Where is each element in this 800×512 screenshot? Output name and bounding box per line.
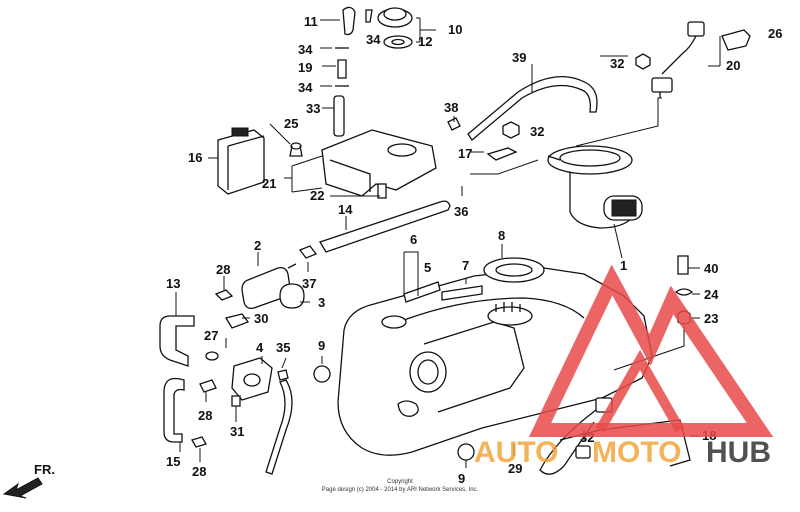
label-9-a: 9 bbox=[318, 338, 325, 353]
label-12: 12 bbox=[418, 34, 432, 49]
label-32-b: 32 bbox=[530, 124, 544, 139]
watermark-logo-icon bbox=[528, 264, 774, 437]
sender-harness bbox=[651, 21, 751, 98]
label-7: 7 bbox=[462, 258, 469, 273]
label-23: 23 bbox=[704, 311, 718, 326]
hose-13 bbox=[159, 315, 195, 367]
label-4: 4 bbox=[256, 340, 264, 355]
vent-hose-39 bbox=[467, 76, 598, 141]
label-10: 10 bbox=[448, 22, 462, 37]
fuel-valve-4 bbox=[224, 313, 273, 407]
label-34-b: 34 bbox=[298, 42, 313, 57]
grommet-9-a bbox=[313, 365, 331, 383]
label-22: 22 bbox=[310, 188, 324, 203]
label-28-c: 28 bbox=[192, 464, 206, 479]
label-28-b: 28 bbox=[198, 408, 212, 423]
label-35: 35 bbox=[276, 340, 290, 355]
label-29: 29 bbox=[508, 461, 522, 476]
fuel-tank bbox=[337, 267, 653, 456]
label-27: 27 bbox=[204, 328, 218, 343]
label-39: 39 bbox=[512, 50, 526, 65]
label-16: 16 bbox=[188, 150, 202, 165]
fuel-hose-14 bbox=[319, 200, 451, 253]
automotohub-watermark: AUTO MOTO HUB bbox=[474, 264, 774, 469]
label-25: 25 bbox=[284, 116, 298, 131]
washer-24 bbox=[674, 288, 694, 296]
label-34-a: 34 bbox=[366, 32, 381, 47]
watermark-moto: MOTO bbox=[592, 436, 681, 469]
front-label: FR. bbox=[34, 462, 55, 477]
copyright-line-2: Page design (c) 2004 - 2014 by ARI Netwo… bbox=[322, 487, 479, 493]
label-24: 24 bbox=[704, 287, 719, 302]
label-5: 5 bbox=[424, 260, 431, 275]
label-38: 38 bbox=[444, 100, 458, 115]
label-6: 6 bbox=[410, 232, 417, 247]
clip-38 bbox=[447, 117, 461, 131]
label-3: 3 bbox=[318, 295, 325, 310]
fuel-pump-assembly bbox=[547, 145, 643, 229]
label-37: 37 bbox=[302, 276, 316, 291]
label-15: 15 bbox=[166, 454, 180, 469]
label-20: 20 bbox=[726, 58, 740, 73]
clamp-17 bbox=[486, 147, 518, 161]
label-11: 11 bbox=[304, 14, 318, 29]
canister-bracket bbox=[289, 129, 437, 199]
clip-28-b bbox=[199, 379, 217, 393]
label-33: 33 bbox=[306, 101, 320, 116]
grommet-3 bbox=[279, 283, 305, 309]
vent-pipe-assembly bbox=[333, 6, 413, 137]
clip-27 bbox=[205, 351, 219, 361]
label-31: 31 bbox=[230, 424, 244, 439]
drain-hose bbox=[265, 379, 293, 475]
label-2: 2 bbox=[254, 238, 261, 253]
hose-15 bbox=[163, 377, 185, 443]
label-21: 21 bbox=[262, 176, 276, 191]
tank-cushion-7 bbox=[441, 285, 483, 301]
clamp-37 bbox=[298, 245, 318, 259]
part-labels: 11 34 12 10 34 19 34 33 39 32 20 26 38 3… bbox=[166, 14, 782, 486]
clip-28-c bbox=[191, 436, 207, 448]
label-1: 1 bbox=[620, 258, 627, 273]
front-direction-indicator: FR. bbox=[2, 462, 55, 499]
clip-35 bbox=[277, 369, 289, 381]
watermark-hub: HUB bbox=[706, 436, 771, 469]
label-34-c: 34 bbox=[298, 80, 313, 95]
copyright-line-1: Copyright bbox=[387, 479, 413, 485]
bolt-40 bbox=[677, 255, 689, 275]
label-32-a: 32 bbox=[610, 56, 624, 71]
label-8: 8 bbox=[498, 228, 505, 243]
label-19: 19 bbox=[298, 60, 312, 75]
label-26: 26 bbox=[768, 26, 782, 41]
label-36: 36 bbox=[454, 204, 468, 219]
clip-28-a bbox=[214, 289, 234, 301]
charcoal-canister bbox=[217, 127, 265, 195]
label-9-b: 9 bbox=[458, 471, 465, 486]
watermark-auto: AUTO bbox=[474, 436, 558, 469]
tank-cushion-5 bbox=[403, 281, 441, 303]
nut-32-a bbox=[502, 121, 520, 139]
label-40: 40 bbox=[704, 261, 718, 276]
grommet-9-b bbox=[457, 443, 475, 461]
label-13: 13 bbox=[166, 276, 180, 291]
label-17: 17 bbox=[458, 146, 472, 161]
front-arrow-icon bbox=[2, 477, 43, 499]
label-30: 30 bbox=[254, 311, 268, 326]
label-28-a: 28 bbox=[216, 262, 230, 277]
nut-32-b bbox=[635, 53, 651, 70]
lock-ring-8 bbox=[483, 257, 545, 283]
label-14: 14 bbox=[338, 202, 353, 217]
